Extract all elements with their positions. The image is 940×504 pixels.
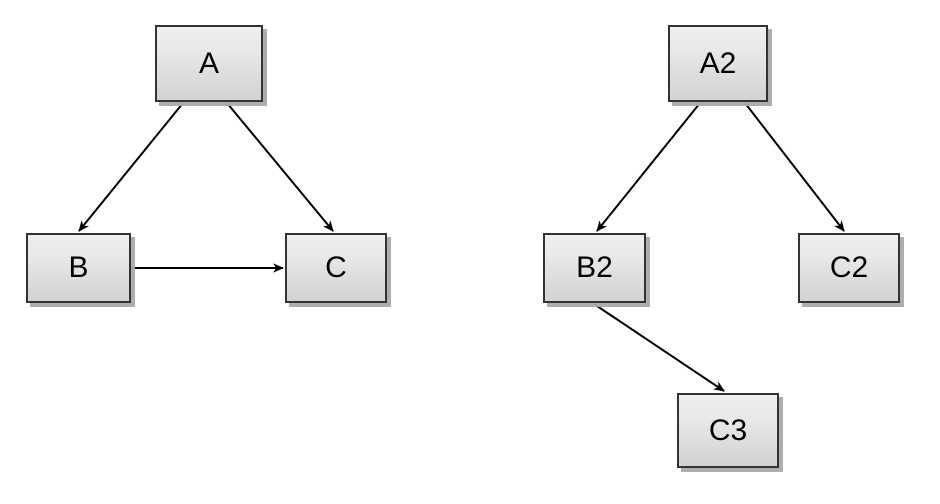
node-label: C3 <box>708 413 748 447</box>
node-c3[interactable]: C3 <box>677 393 779 468</box>
node-b2[interactable]: B2 <box>543 233 646 303</box>
node-c[interactable]: C <box>285 233 387 303</box>
edge-a-to-c <box>226 102 334 232</box>
node-label: C2 <box>829 251 869 284</box>
edge-a-to-b <box>78 102 184 232</box>
node-label: B2 <box>576 251 613 284</box>
node-a2[interactable]: A2 <box>668 25 768 102</box>
node-label: A <box>198 46 219 80</box>
edge-a2-to-b2 <box>596 102 701 232</box>
edge-b2-to-c3 <box>593 303 725 392</box>
node-label: A2 <box>699 46 737 80</box>
node-b[interactable]: B <box>26 233 131 303</box>
node-label: C <box>325 251 347 284</box>
node-label: B <box>68 251 89 284</box>
edge-a2-to-c2 <box>744 102 845 232</box>
node-c2[interactable]: C2 <box>798 233 900 303</box>
node-a[interactable]: A <box>155 25 263 102</box>
edges-group <box>78 102 845 392</box>
